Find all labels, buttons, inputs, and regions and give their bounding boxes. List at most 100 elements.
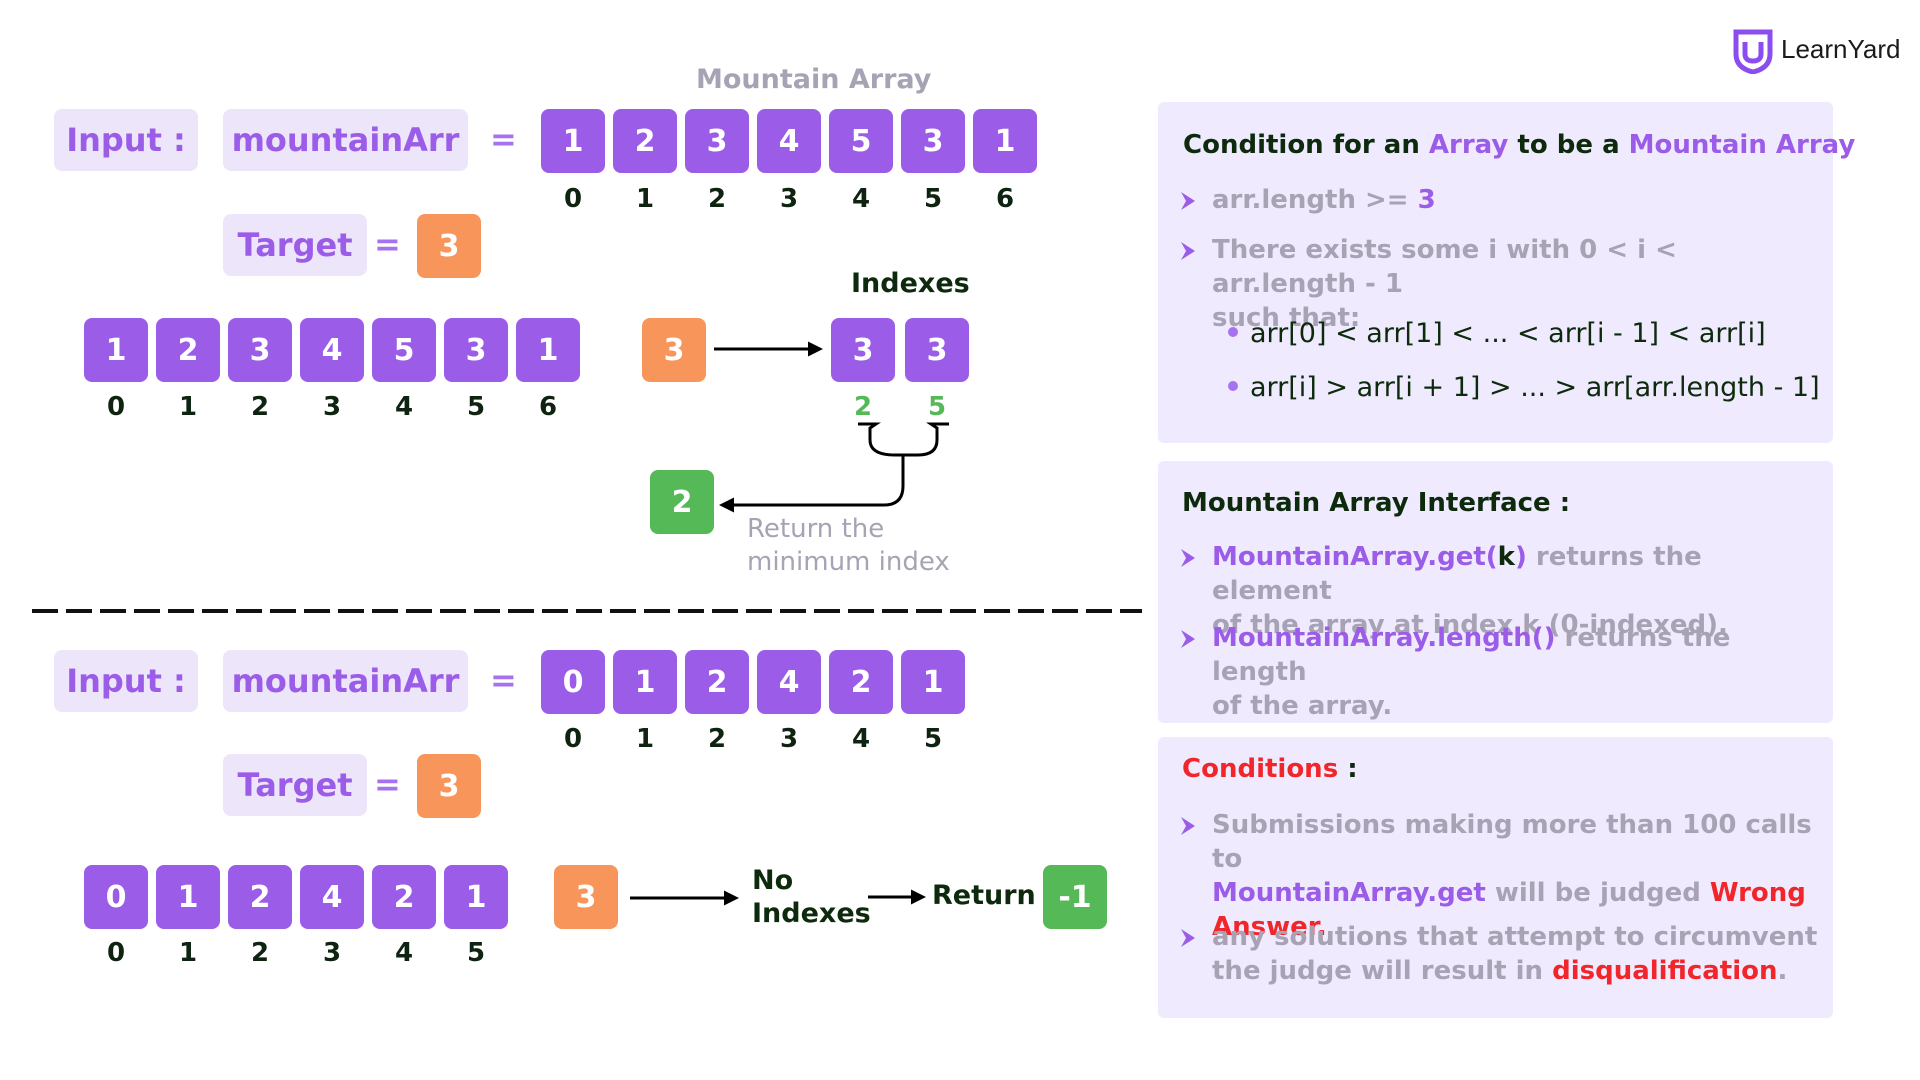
array-cell: 3 <box>444 318 508 382</box>
index-label: 4 <box>851 724 871 754</box>
index-label: 5 <box>923 184 943 214</box>
bullet-dot-icon <box>1228 326 1238 337</box>
brand-logo: LearnYard <box>1733 28 1903 74</box>
equals-sign: = <box>374 225 401 263</box>
result-caption-line: Return the <box>747 514 885 544</box>
index-label: 6 <box>995 184 1015 214</box>
return-label: Return <box>932 880 1036 911</box>
index-label: 5 <box>466 938 486 968</box>
panel-title: Conditions : <box>1182 754 1358 784</box>
target-label: Target <box>223 754 367 816</box>
no-indexes-line: Indexes <box>752 898 871 929</box>
interface-bullet: MountainArray.length() returns the lengt… <box>1178 621 1818 723</box>
index-label: 6 <box>538 392 558 422</box>
found-index: 5 <box>927 392 947 422</box>
index-label: 3 <box>322 392 342 422</box>
search-target-box: 3 <box>642 318 706 382</box>
chevron-right-icon <box>1181 929 1195 947</box>
panel-title: Mountain Array Interface : <box>1182 488 1571 518</box>
array-cell: 4 <box>300 865 364 929</box>
search-target-box: 3 <box>554 865 618 929</box>
chevron-right-icon <box>1181 630 1195 648</box>
input-label: Input : <box>54 650 198 712</box>
target-box: 3 <box>417 214 481 278</box>
array-cell: 4 <box>757 109 821 173</box>
mountain-condition-panel: Condition for an Array to be a Mountain … <box>1158 102 1855 443</box>
index-label: 2 <box>250 938 270 968</box>
index-label: 2 <box>707 724 727 754</box>
result-caption-line: minimum index <box>747 547 950 577</box>
mountain-array-heading: Mountain Array <box>696 64 932 95</box>
found-cell: 3 <box>831 318 895 382</box>
index-label: 1 <box>178 938 198 968</box>
array-cell: 1 <box>973 109 1037 173</box>
array-cell: 4 <box>757 650 821 714</box>
chevron-right-icon <box>1181 817 1195 835</box>
array-cell: 4 <box>300 318 364 382</box>
equals-sign: = <box>374 765 401 803</box>
found-cell: 3 <box>905 318 969 382</box>
input-label: Input : <box>54 109 198 171</box>
chevron-right-icon <box>1181 549 1195 567</box>
target-label: Target <box>223 214 367 276</box>
condition-subpoint: arr[0] < arr[1] < ... < arr[i - 1] < arr… <box>1228 318 1766 349</box>
index-label: 5 <box>466 392 486 422</box>
brand-name: LearnYard <box>1781 34 1901 64</box>
index-label: 1 <box>635 724 655 754</box>
index-label: 4 <box>394 392 414 422</box>
array-cell: 1 <box>156 865 220 929</box>
index-label: 3 <box>779 184 799 214</box>
array-cell: 5 <box>372 318 436 382</box>
array-cell: 3 <box>685 109 749 173</box>
var-label: mountainArr <box>223 109 468 171</box>
array-cell: 1 <box>444 865 508 929</box>
arrow-to-result <box>719 455 905 513</box>
conditions-bullet: any solutions that attempt to circumvent… <box>1178 920 1818 988</box>
var-label: mountainArr <box>223 650 468 712</box>
index-label: 0 <box>106 938 126 968</box>
array-cell: 1 <box>901 650 965 714</box>
target-box: 3 <box>417 754 481 818</box>
bullet-dot-icon <box>1228 380 1238 391</box>
panel-title: Condition for an Array to be a Mountain … <box>1183 130 1856 160</box>
interface-bullet: MountainArray.get(k) returns the element… <box>1178 540 1818 642</box>
index-label: 4 <box>851 184 871 214</box>
index-label: 3 <box>322 938 342 968</box>
condition-bullet: There exists some i with 0 < i < arr.len… <box>1178 233 1818 335</box>
equals-sign: = <box>490 120 517 158</box>
result-box: -1 <box>1043 865 1107 929</box>
index-label: 4 <box>394 938 414 968</box>
condition-bullet: arr.length >= 3 <box>1178 183 1818 217</box>
array-cell: 1 <box>84 318 148 382</box>
conditions-bullet: Submissions making more than 100 calls t… <box>1178 808 1818 944</box>
index-label: 2 <box>707 184 727 214</box>
array-cell: 2 <box>829 650 893 714</box>
no-indexes-label: No Indexes <box>752 864 871 930</box>
array-cell: 2 <box>156 318 220 382</box>
array-cell: 1 <box>516 318 580 382</box>
array-cell: 0 <box>84 865 148 929</box>
index-label: 5 <box>923 724 943 754</box>
found-index: 2 <box>853 392 873 422</box>
interface-panel: Mountain Array Interface : MountainArray… <box>1158 461 1833 723</box>
array-cell: 0 <box>541 650 605 714</box>
index-label: 0 <box>106 392 126 422</box>
array-cell: 5 <box>829 109 893 173</box>
result-box: 2 <box>650 470 714 534</box>
index-label: 0 <box>563 724 583 754</box>
chevron-right-icon <box>1181 242 1195 260</box>
index-label: 3 <box>779 724 799 754</box>
equals-sign: = <box>490 661 517 699</box>
result-caption: Return the minimum index <box>747 513 950 579</box>
chevron-right-icon <box>1181 192 1195 210</box>
conditions-panel: Conditions : Submissions making more tha… <box>1158 737 1833 1018</box>
array-cell: 3 <box>228 318 292 382</box>
indexes-heading: Indexes <box>851 268 970 299</box>
index-label: 0 <box>563 184 583 214</box>
array-cell: 1 <box>613 650 677 714</box>
array-cell: 2 <box>685 650 749 714</box>
array-cell: 3 <box>901 109 965 173</box>
brace-connector <box>858 422 949 457</box>
index-label: 1 <box>635 184 655 214</box>
array-cell: 2 <box>372 865 436 929</box>
